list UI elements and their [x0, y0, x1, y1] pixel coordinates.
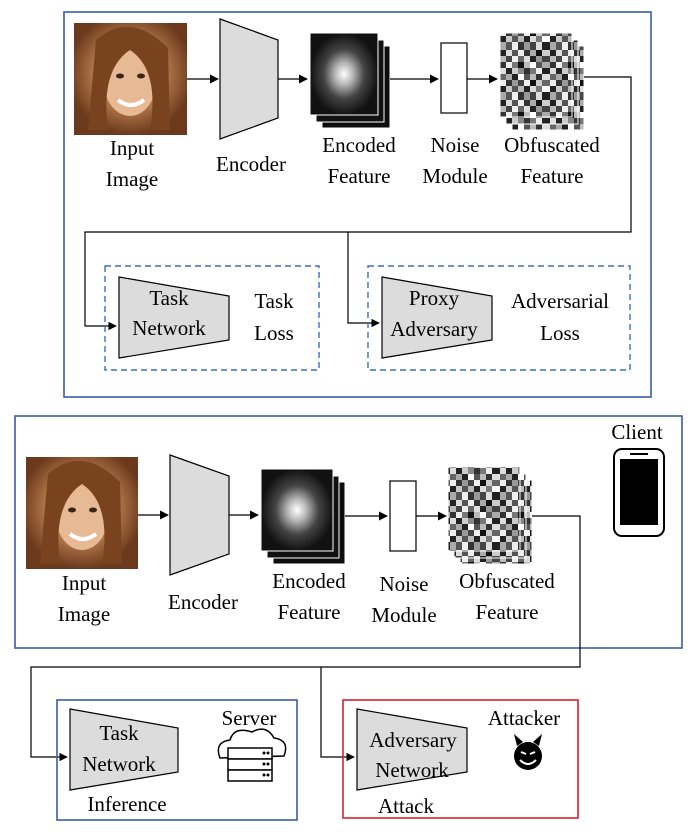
top-noise-label-2: Module	[422, 164, 487, 188]
top-input-image	[74, 23, 187, 135]
route-to-attacker	[320, 667, 355, 762]
adv-net-label-1: Adversary	[369, 728, 457, 752]
top-obfuscated-feature	[499, 32, 585, 131]
top-encoder-label: Encoder	[216, 152, 286, 176]
top-task-net-1: Task	[149, 286, 189, 310]
adv-loss-label-2: Loss	[540, 321, 580, 345]
adversarial-loss-dashed-box	[367, 265, 631, 371]
bottom-obf-label-1: Obfuscated	[459, 569, 555, 593]
bottom-encoder-block	[169, 454, 230, 576]
route-to-task	[84, 76, 632, 331]
client-label: Client	[611, 420, 662, 444]
client-panel-border	[14, 415, 683, 649]
route-to-server	[30, 515, 581, 762]
bottom-noise-label-1: Noise	[380, 572, 429, 596]
adv-loss-label-1: Adversarial	[511, 289, 609, 313]
top-panel: Input Image Encoder Encoded Feature Nois…	[63, 11, 652, 398]
adv-net-label-2: Network	[375, 758, 449, 782]
task-loss-label-1: Task	[254, 289, 294, 313]
top-encoder-block	[219, 18, 279, 140]
bottom-input-label-1: Input	[62, 571, 106, 595]
top-encoded-label-1: Encoded	[322, 133, 396, 157]
top-obf-label-1: Obfuscated	[504, 133, 600, 157]
phone-icon	[613, 448, 665, 537]
top-noise-label-1: Noise	[431, 133, 480, 157]
route-to-proxy	[347, 232, 380, 328]
top-panel-border	[63, 11, 652, 398]
top-noise-module	[440, 42, 468, 114]
top-task-network-block	[118, 276, 230, 359]
bottom-noise-module	[389, 480, 417, 552]
inference-label: Inference	[87, 792, 166, 816]
devil-icon	[514, 734, 542, 770]
bottom-panel: Client Input Image Encoder Encoded Featu…	[14, 415, 683, 821]
top-encoded-feature	[309, 32, 391, 129]
bottom-task-net-1: Task	[99, 721, 139, 745]
bottom-task-net-2: Network	[82, 752, 156, 776]
bottom-obf-label-2: Feature	[476, 600, 539, 624]
bottom-encoder-label: Encoder	[168, 590, 238, 614]
bottom-input-label-2: Image	[58, 602, 110, 626]
bottom-encoded-label-1: Encoded	[272, 569, 346, 593]
bottom-noise-label-2: Module	[371, 603, 436, 627]
task-loss-dashed-box	[104, 265, 320, 371]
top-encoded-label-2: Feature	[328, 164, 391, 188]
top-input-label-1: Input	[110, 136, 154, 160]
bottom-task-network-block	[69, 708, 179, 791]
top-obf-label-2: Feature	[521, 164, 584, 188]
server-box	[56, 699, 298, 821]
cloud-server-icon	[217, 728, 287, 782]
server-label: Server	[222, 706, 277, 730]
attacker-label: Attacker	[488, 706, 560, 730]
bottom-input-image	[26, 457, 138, 569]
bottom-encoded-label-2: Feature	[278, 600, 341, 624]
bottom-obfuscated-feature	[447, 466, 533, 565]
bottom-encoded-feature	[260, 468, 346, 565]
proxy-label-2: Adversary	[390, 317, 478, 341]
adversary-network-block	[356, 708, 468, 791]
attack-label: Attack	[378, 794, 434, 818]
attacker-box	[342, 699, 579, 819]
top-task-net-2: Network	[132, 316, 206, 340]
task-loss-label-2: Loss	[254, 321, 294, 345]
proxy-label-1: Proxy	[409, 286, 460, 310]
top-input-label-2: Image	[106, 167, 158, 191]
proxy-adversary-block	[381, 276, 493, 359]
